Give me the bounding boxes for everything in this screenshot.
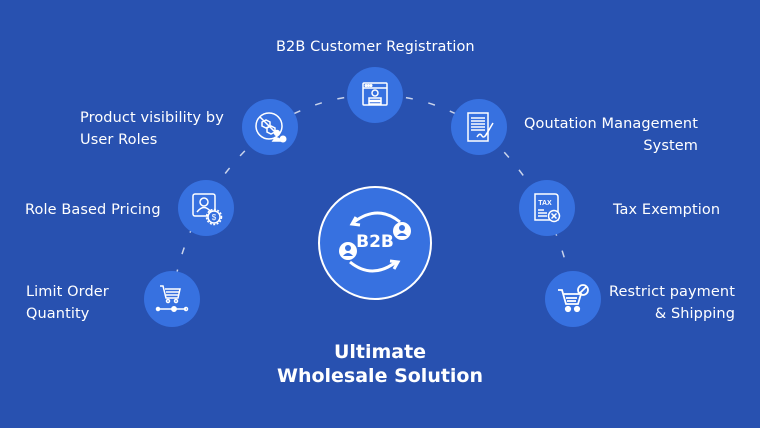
node-registration xyxy=(347,67,403,123)
svg-text:TAX: TAX xyxy=(538,200,552,207)
feature-text: Role Based Pricing xyxy=(25,202,161,218)
title-line-1: Ultimate xyxy=(333,341,427,363)
node-visibility xyxy=(242,99,298,155)
feature-text: Tax Exemption xyxy=(613,202,721,218)
node-quotation xyxy=(451,99,507,155)
registration-form-icon xyxy=(362,82,388,106)
label-quotation: Qoutation Management System xyxy=(520,113,698,157)
signed-document-icon xyxy=(467,112,494,142)
label-limit: Limit Order Quantity xyxy=(26,281,109,325)
feature-text: & Shipping xyxy=(654,306,735,322)
center-b2b-badge: B2B xyxy=(318,186,432,300)
label-registration: B2B Customer Registration xyxy=(276,36,475,58)
label-visibility: Product visibility by User Roles xyxy=(80,107,224,151)
cart-slider-icon xyxy=(155,285,189,312)
node-pricing: $ xyxy=(178,180,234,236)
b2b-text: B2B xyxy=(356,232,394,252)
tax-exempt-icon: TAX xyxy=(534,193,561,223)
feature-text: User Roles xyxy=(80,132,158,148)
b2b-exchange-icon xyxy=(339,211,411,273)
feature-text: Restrict payment xyxy=(608,284,735,300)
feature-text: B2B Customer Registration xyxy=(276,39,475,55)
feature-text: Qoutation Management xyxy=(524,116,698,132)
label-restrict: Restrict payment & Shipping xyxy=(600,281,735,325)
cart-blocked-icon xyxy=(558,284,589,313)
label-tax: Tax Exemption xyxy=(613,199,720,221)
svg-text:$: $ xyxy=(212,213,217,222)
title-line-2: Wholesale Solution xyxy=(276,365,484,387)
user-pricing-icon: $ xyxy=(192,193,223,226)
feature-text: Limit Order xyxy=(26,284,109,300)
hidden-product-icon xyxy=(255,112,287,143)
feature-text: Quantity xyxy=(26,306,90,322)
feature-text: System xyxy=(643,138,698,154)
node-limit xyxy=(144,271,200,327)
label-pricing: Role Based Pricing xyxy=(25,199,161,221)
node-tax: TAX xyxy=(519,180,575,236)
node-restrict xyxy=(545,271,601,327)
feature-text: Product visibility by xyxy=(80,110,224,126)
page-title: Ultimate Wholesale Solution xyxy=(200,340,560,388)
